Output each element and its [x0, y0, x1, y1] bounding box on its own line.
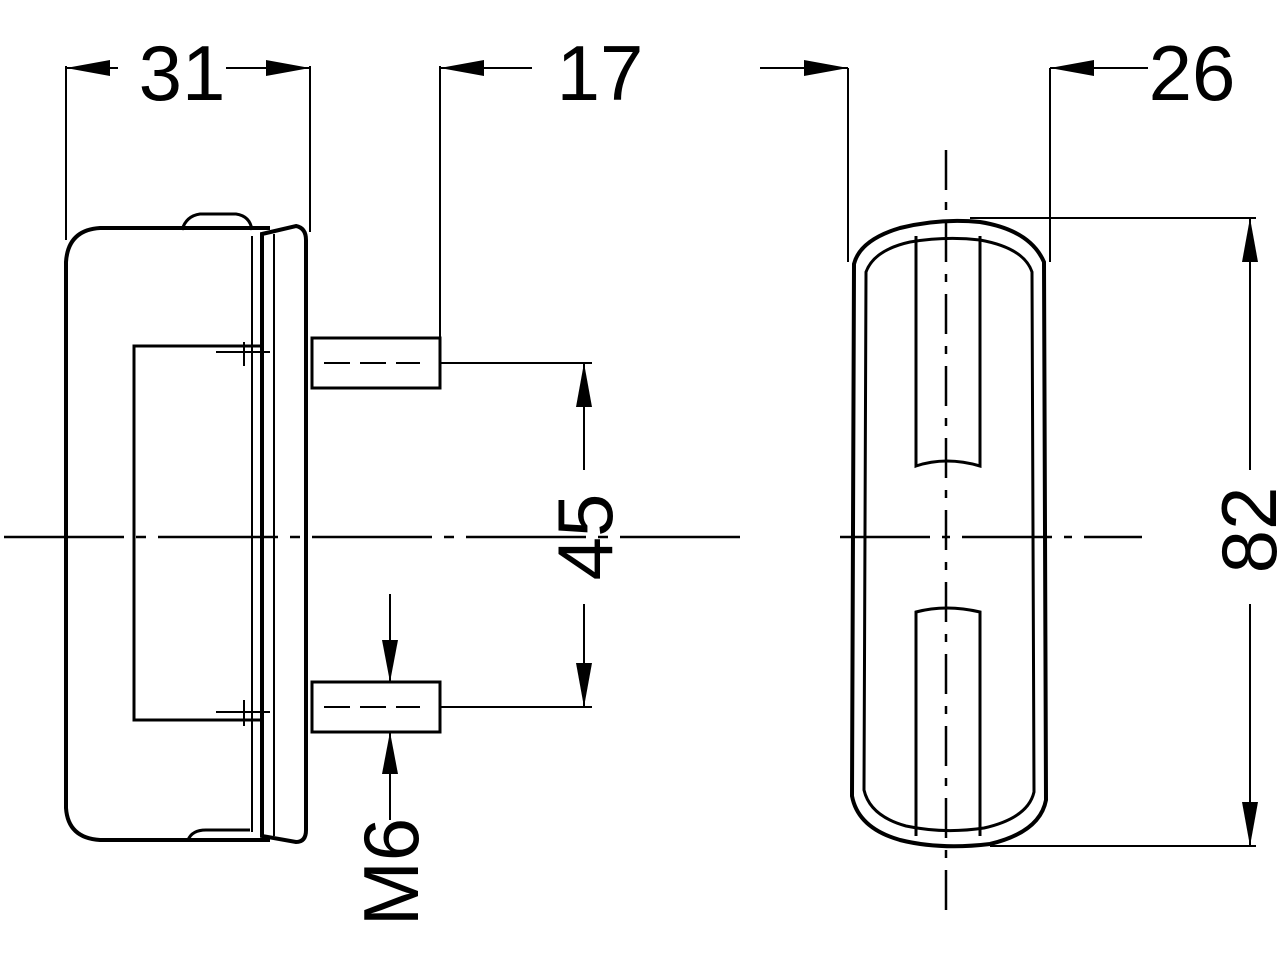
dimension-17: 17: [439, 29, 644, 340]
dimension-82-label: 82: [1205, 487, 1280, 574]
dimension-31-label: 31: [139, 29, 226, 117]
dimension-45-label: 45: [541, 494, 629, 581]
dimension-m6: M6: [347, 594, 435, 926]
dimension-45: 45: [440, 362, 629, 708]
front-view-lower-window: [914, 606, 982, 836]
dimension-m6-label: M6: [347, 818, 435, 926]
side-view-reflector: [132, 344, 262, 722]
side-view-flange: [260, 223, 308, 845]
dimension-17-label: 17: [557, 29, 644, 117]
front-view-lens-outer: [849, 218, 1049, 849]
dimension-26-label: 26: [1149, 29, 1236, 117]
dimension-82: 82: [970, 217, 1280, 847]
front-view-lens-inner: [862, 236, 1036, 833]
side-view-housing: [64, 226, 270, 842]
dimension-26: 26: [760, 29, 1235, 262]
dimension-31: 31: [65, 29, 311, 240]
front-view-upper-window: [914, 236, 982, 469]
front-view: [840, 150, 1142, 920]
side-view: [4, 212, 742, 845]
side-view-bottom-clip: [186, 828, 250, 841]
side-view-top-clip: [180, 212, 254, 231]
